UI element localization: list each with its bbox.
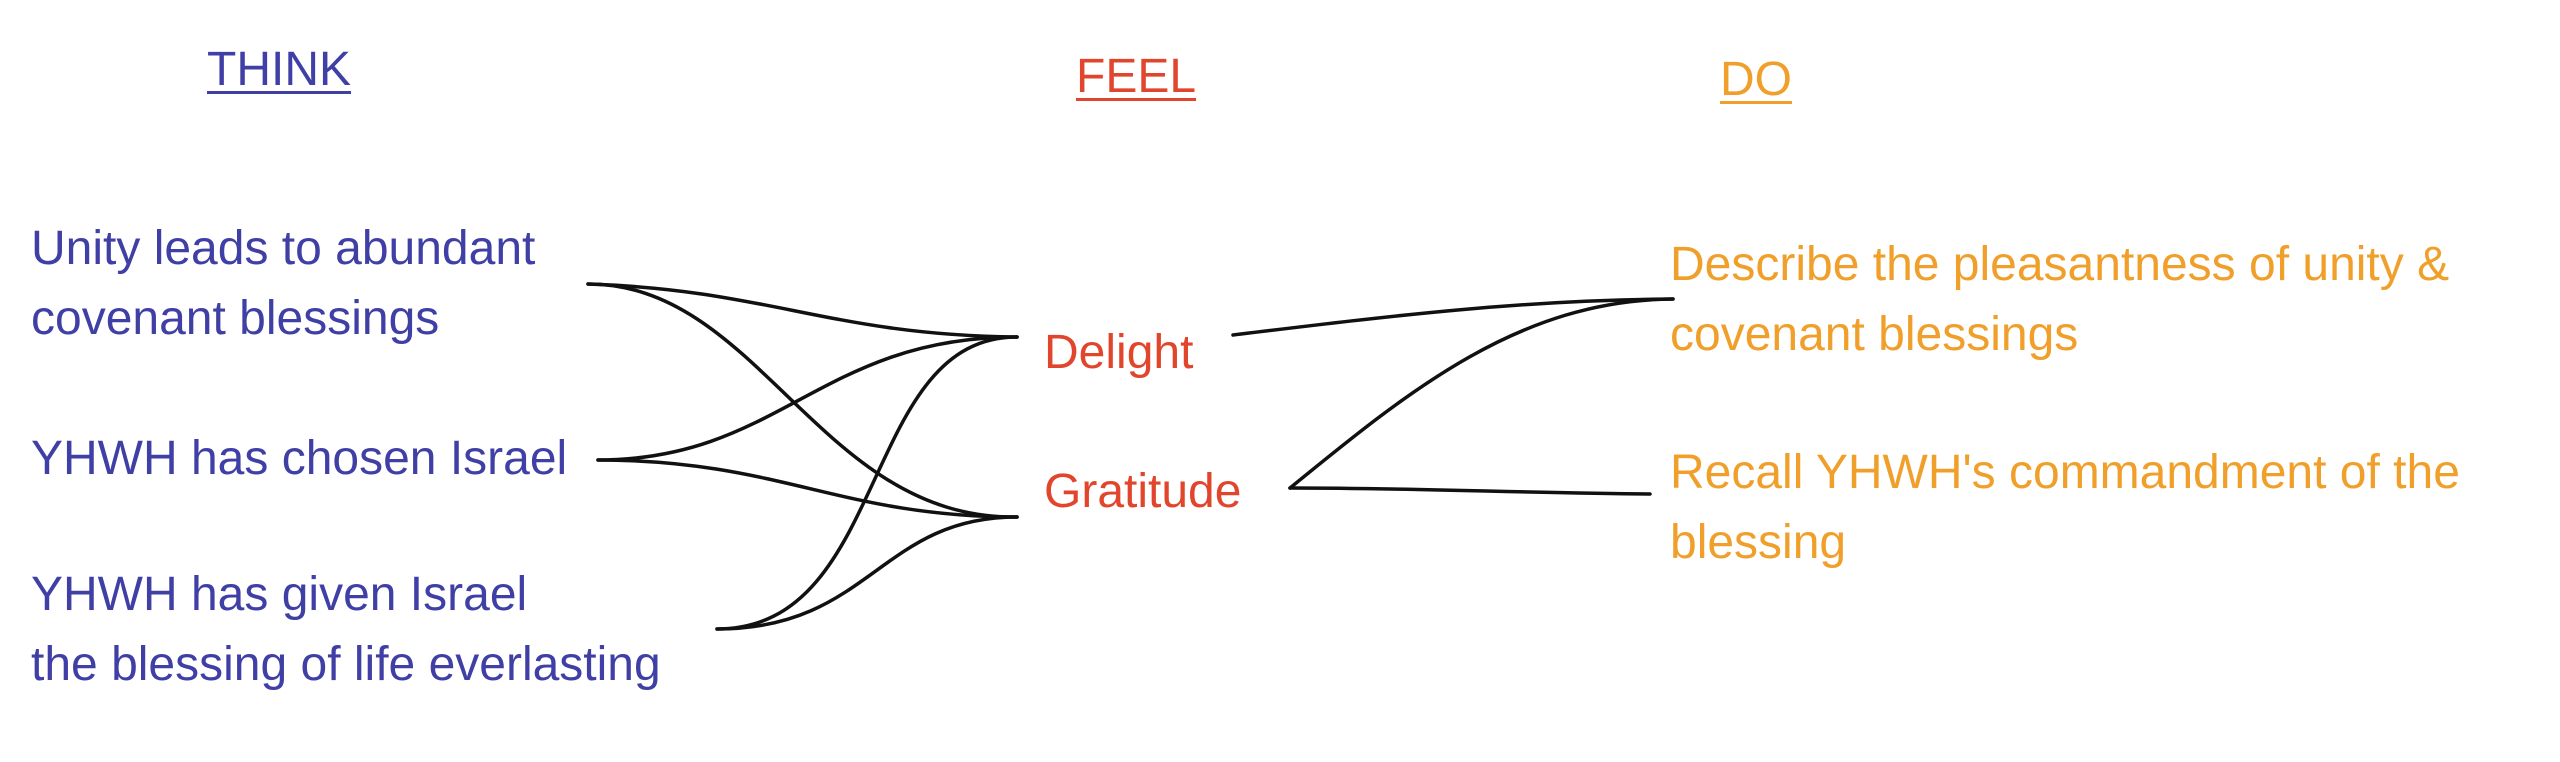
connector-delight-to-describe [1231, 297, 1675, 337]
connector-given-to-delight [715, 335, 1019, 631]
do-heading: DO [1720, 53, 1792, 106]
node-line: Unity leads to abundant [31, 222, 536, 275]
node-line: Recall YHWH's commandment of the [1670, 446, 2460, 499]
feel-node-gratitude: Gratitude [1044, 457, 1241, 527]
node-line: blessing [1670, 516, 1847, 569]
connector-gratitude-to-recall [1288, 486, 1652, 496]
node-line: the blessing of life everlasting [31, 638, 661, 691]
node-line: YHWH has given Israel [31, 568, 528, 621]
connector-chosen-to-gratitude [596, 458, 1019, 519]
connector-gratitude-to-describe [1288, 297, 1675, 490]
node-line: YHWH has chosen Israel [31, 432, 568, 485]
node-line: Delight [1044, 326, 1194, 379]
connector-chosen-to-delight [596, 335, 1019, 462]
node-line: covenant blessings [31, 292, 440, 345]
do-node-recall: Recall YHWH's commandment of the blessin… [1670, 438, 2460, 578]
node-line: Describe the pleasantness of unity & [1670, 238, 2450, 291]
think-node-unity: Unity leads to abundant covenant blessin… [31, 214, 535, 354]
do-node-describe: Describe the pleasantness of unity & cov… [1670, 230, 2449, 370]
connector-unity-to-delight [586, 282, 1019, 339]
connector-unity-to-gratitude [586, 282, 1019, 519]
think-node-given: YHWH has given Israel the blessing of li… [31, 560, 661, 700]
think-heading: THINK [207, 43, 351, 96]
feel-heading: FEEL [1076, 50, 1197, 103]
node-line: Gratitude [1044, 465, 1242, 518]
connector-given-to-gratitude [715, 515, 1019, 631]
think-node-chosen: YHWH has chosen Israel [31, 424, 567, 494]
node-line: covenant blessings [1670, 308, 2079, 361]
feel-node-delight: Delight [1044, 318, 1193, 388]
